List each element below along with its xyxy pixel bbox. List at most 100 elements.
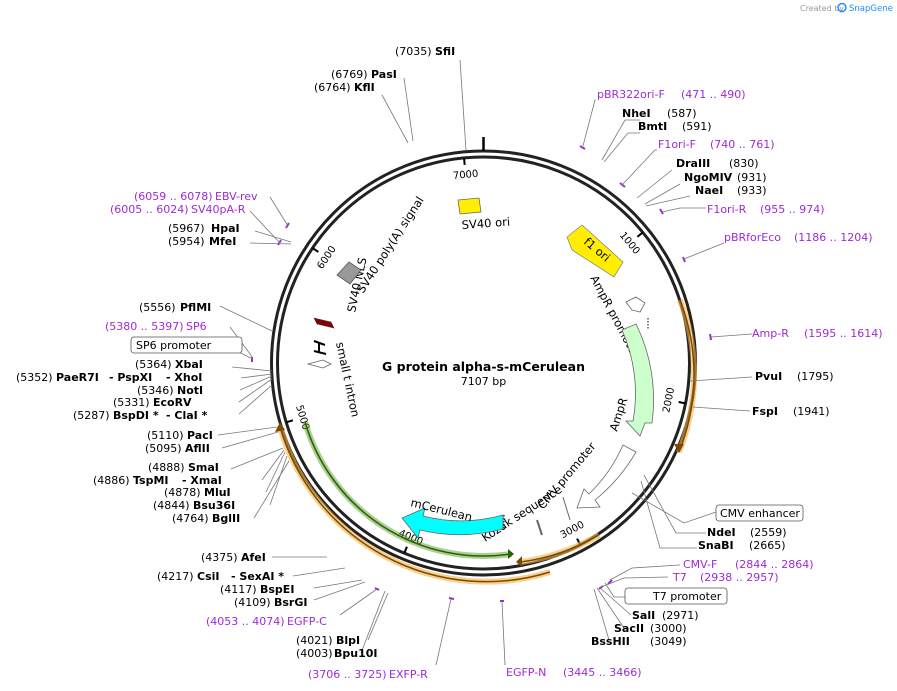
primer-pbrforeco-range: (1186 .. 1204) — [794, 231, 873, 244]
site-tspmi-name: TspMI — [133, 474, 169, 487]
tick-label: 7000 — [453, 169, 479, 182]
site-bspei-pos: (4117) — [220, 583, 257, 596]
site-naei-name: NaeI — [695, 184, 723, 197]
site-csii-name: CsiI — [197, 570, 219, 583]
orf-right[interactable] — [678, 299, 695, 453]
cmv-promoter-feature[interactable] — [576, 444, 637, 509]
site-sali-name: SalI — [632, 609, 655, 622]
site-bmti-pos: (591) — [682, 120, 712, 133]
site-labels: (7035) SfiI (6769) PasI (6764) KflI pBR3… — [16, 45, 883, 681]
sv40-ori-label: SV40 ori — [461, 215, 510, 232]
site-snabi-pos: (2665) — [749, 539, 786, 552]
site-blpi-name: BlpI — [336, 634, 360, 647]
site-aflii-name: AflII — [185, 442, 210, 455]
primer-sv40pa-r-range: (6005 .. 6024) — [110, 203, 189, 216]
primer-pbr322ori-f-range: (471 .. 490) — [681, 88, 746, 101]
site-mfei-pos: (5954) — [168, 235, 205, 248]
site-pasi-name: PasI — [371, 68, 397, 81]
kozak-feature[interactable] — [536, 519, 543, 536]
site-bspei-name: BspEI — [260, 583, 294, 596]
backbone-inner-strand — [276, 155, 691, 571]
site-bsu36i-name: Bsu36I — [193, 499, 235, 512]
ampr-feature[interactable] — [621, 323, 654, 437]
site-aflii-pos: (5095) — [145, 442, 182, 455]
site-kfli-pos: (6764) — [314, 81, 351, 94]
orf-green[interactable] — [304, 421, 512, 557]
site-ndei-name: NdeI — [707, 526, 736, 539]
site-paer7i-pos: (5352) — [16, 371, 53, 384]
tick-label: 2000 — [661, 387, 677, 414]
snapgene-logo-icon — [837, 2, 847, 13]
site-tspmi-extra: - XmaI — [182, 474, 222, 487]
site-bspdi-name: BspDI * — [113, 409, 159, 422]
tick-mark — [403, 546, 408, 554]
t7-promoter-box — [624, 587, 728, 605]
primer-pbr322ori-f-name: pBR322ori-F — [597, 88, 665, 101]
sv40-ori-feature[interactable] — [457, 197, 482, 215]
site-csii-pos: (4217) — [157, 570, 194, 583]
primer-marks — [251, 145, 712, 602]
site-sacii-name: SacII — [614, 622, 644, 635]
primer-exfp-r-name: EXFP-R — [389, 668, 428, 681]
site-nhei-pos: (587) — [667, 107, 697, 120]
orf-cmv-head — [516, 556, 522, 567]
sv40-polya-feature[interactable] — [336, 261, 362, 285]
cmv-enhancer-box — [715, 504, 804, 522]
site-bsshii-pos: (3049) — [650, 635, 687, 648]
site-noti-pos: (5346) — [137, 384, 174, 397]
site-sfii-name: SfiI — [435, 45, 455, 58]
orf-left-head — [275, 422, 285, 432]
tick-mark — [285, 419, 294, 424]
site-naei-pos: (933) — [737, 184, 767, 197]
site-bpu10i-name: Bpu10I — [334, 647, 378, 660]
orf-left[interactable] — [279, 426, 551, 583]
brand-text: SnapGene — [849, 4, 893, 14]
site-paer7i-extra2: - XhoI — [166, 371, 202, 384]
f1-ori-feature[interactable] — [566, 224, 624, 278]
site-ngomiv-name: NgoMIV — [684, 171, 733, 184]
site-mlui-pos: (4878) — [164, 486, 201, 499]
site-pasi-pos: (6769) — [331, 68, 368, 81]
boxed-labels: SP6 promoter CMV enhancer T7 promoter — [130, 336, 804, 605]
primer-t7-range: (2938 .. 2957) — [700, 571, 779, 584]
site-sali-pos: (2971) — [662, 609, 699, 622]
orf-cmv[interactable] — [520, 534, 600, 563]
site-paer7i-extra1: - PspXI — [109, 371, 152, 384]
site-draiii-pos: (830) — [729, 157, 759, 170]
site-bsu36i-pos: (4844) — [153, 499, 190, 512]
site-noti-name: NotI — [177, 384, 203, 397]
tick-mark — [312, 247, 319, 253]
mcerulean-feature[interactable] — [401, 507, 504, 539]
site-bsrgi-name: BsrGI — [274, 596, 307, 609]
site-blpi-pos: (4021) — [296, 634, 333, 647]
site-fspi-name: FspI — [752, 405, 778, 418]
site-paci-name: PacI — [187, 429, 213, 442]
primer-sp6-range: (5380 .. 5397) — [105, 320, 184, 333]
site-bglii-name: BglII — [212, 512, 240, 525]
primer-f1ori-f-range: (740 .. 761) — [710, 138, 775, 151]
orf-right-head — [674, 444, 684, 453]
site-mfei-name: MfeI — [209, 235, 236, 248]
small-t-intron-label: small t intron — [333, 341, 363, 418]
site-pvui-pos: (1795) — [797, 370, 834, 383]
site-xbai-pos: (5364) — [135, 358, 172, 371]
primer-sv40pa-r-name: SV40pA-R — [191, 203, 246, 216]
plasmid-name: G protein alpha-s-mCerulean — [382, 359, 585, 374]
site-bspdi-extra: - ClaI * — [166, 409, 208, 422]
primer-t7-name: T7 — [672, 571, 687, 584]
site-smai-name: SmaI — [188, 461, 219, 474]
primer-f1ori-r-range: (955 .. 974) — [760, 203, 825, 216]
primer-egfp-n-range: (3445 .. 3466) — [563, 666, 642, 679]
site-hpai-name: HpaI — [211, 222, 240, 235]
primer-egfp-c-name: EGFP-C — [287, 615, 327, 628]
small-t-intron-feature[interactable] — [306, 359, 332, 369]
site-kfli-name: KflI — [354, 81, 375, 94]
site-bsshii-name: BssHII — [591, 635, 630, 648]
ampr-promoter-feature[interactable] — [625, 296, 646, 313]
sv40-nls-feature[interactable] — [313, 317, 335, 329]
site-sfii-pos: (7035) — [395, 45, 432, 58]
site-bmti-name: BmtI — [638, 120, 667, 133]
site-mlui-name: MluI — [204, 486, 231, 499]
site-tspmi-pos: (4886) — [93, 474, 130, 487]
